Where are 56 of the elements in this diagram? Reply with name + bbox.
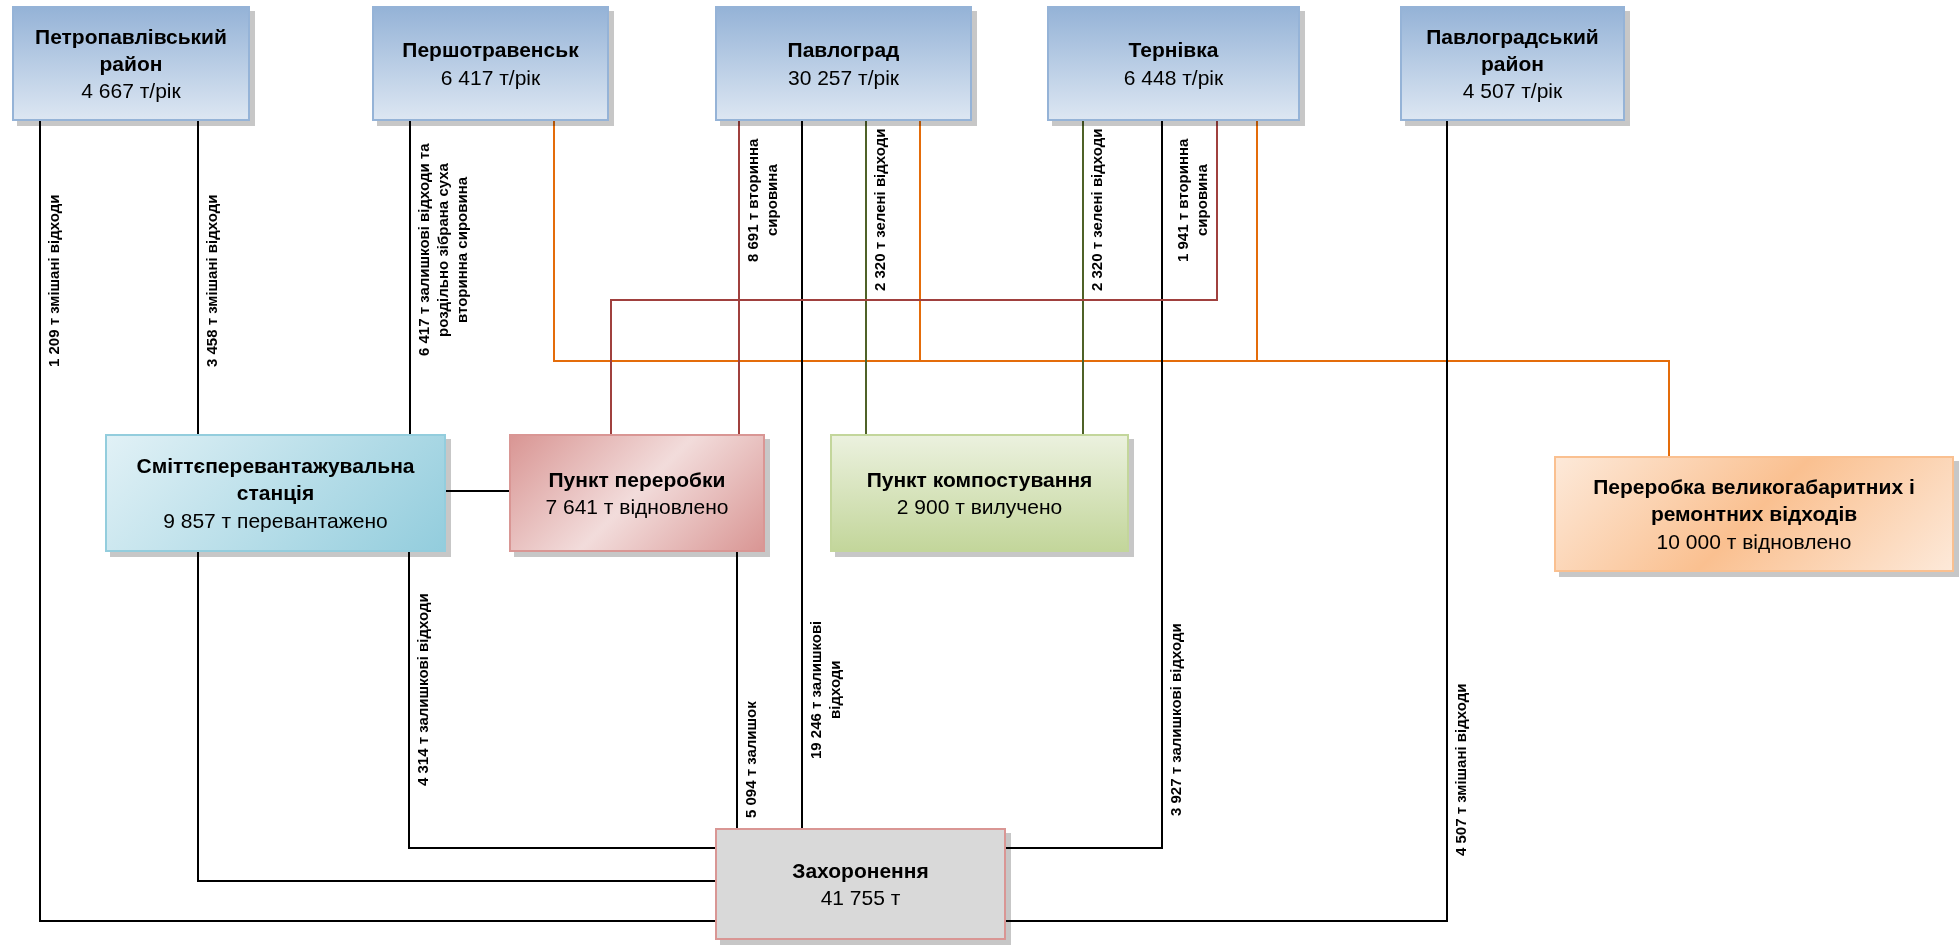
node-title: Павлоград — [787, 37, 900, 64]
node-title: Захоронення — [792, 857, 929, 884]
node-value: 9 857 т перевантажено — [163, 507, 388, 534]
connector-line — [409, 120, 411, 435]
edge-label: 3 458 т змішані відходи — [203, 193, 221, 370]
connector-line — [610, 120, 1218, 435]
edge-label: 8 691 т вторинна сировина — [744, 137, 781, 264]
connector-line — [39, 120, 716, 922]
node-value: 6 417 т/рік — [440, 64, 541, 91]
node-title: Сміттєперевантажувальна станція — [135, 453, 416, 507]
node-value: 4 507 т/рік — [1462, 78, 1563, 105]
node-title: Пункт компостування — [866, 466, 1093, 493]
node-title: Павлоградський район — [1425, 23, 1600, 77]
connector-line — [197, 120, 199, 435]
node-title: Петропавлівський район — [34, 23, 228, 77]
landfill-box — [715, 828, 1006, 940]
connector-line — [408, 551, 716, 849]
edge-label: 2 320 т зелені відходи — [1088, 127, 1106, 294]
node-title: Першотравенськ — [402, 37, 579, 64]
connector-line — [445, 490, 510, 492]
node-title: Тернівка — [1128, 37, 1219, 64]
connector-line — [736, 551, 738, 829]
connector-line — [865, 120, 867, 435]
node-title: Переробка великогабаритних і ремонтних відходів — [1592, 474, 1916, 528]
facility-box — [830, 434, 1129, 552]
facility-box — [509, 434, 765, 552]
source-box — [1047, 6, 1300, 121]
connector-line — [1005, 120, 1448, 922]
facility-box — [1554, 456, 1954, 572]
edge-label: 5 094 т залишок — [742, 700, 760, 821]
edge-label: 4 507 т змішані відходи — [1452, 682, 1470, 859]
connector-line — [738, 120, 740, 435]
node-title: Пункт переробки — [548, 466, 726, 493]
edge-label: 3 927 т залишкові відходи — [1167, 622, 1185, 819]
source-box — [372, 6, 609, 121]
node-value: 41 755 т — [820, 885, 901, 911]
connector-line — [197, 551, 716, 882]
connector-line — [801, 120, 803, 829]
node-value: 6 448 т/рік — [1123, 64, 1224, 91]
node-value: 4 667 т/рік — [81, 78, 181, 105]
node-value: 7 641 т відновлено — [545, 494, 729, 520]
edge-label: 19 246 т залишкові відходи — [807, 619, 844, 762]
node-value: 2 900 т вилучено — [896, 494, 1063, 520]
source-box — [12, 6, 250, 121]
facility-box — [105, 434, 446, 552]
connector-line — [1082, 120, 1084, 435]
connector-line — [1005, 120, 1163, 849]
source-box — [715, 6, 972, 121]
edge-label: 1 941 т вторинна сировина — [1174, 137, 1211, 264]
source-box — [1400, 6, 1625, 121]
edge-label: 6 417 т залишкові відходи та роздільно зібрана суха вторинна сировина — [415, 142, 471, 359]
node-value: 10 000 т відновлено — [1656, 528, 1852, 555]
node-value: 30 257 т/рік — [787, 64, 900, 91]
edge-label: 1 209 т змішані відходи — [45, 193, 63, 370]
edge-label: 2 320 т зелені відходи — [871, 127, 889, 294]
edge-label: 4 314 т залишкові відходи — [414, 592, 432, 789]
